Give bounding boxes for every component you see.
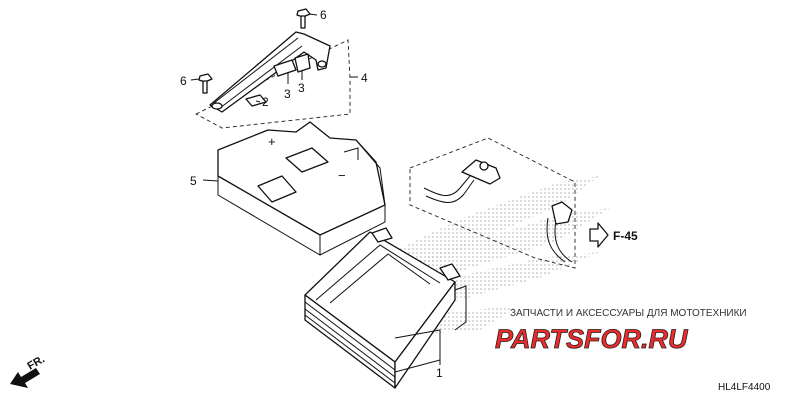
battery-cover [217, 121, 386, 256]
pad-large-a [273, 59, 297, 77]
battery-cables [423, 159, 573, 263]
callout-pad-large-b: 3 [298, 81, 305, 95]
callout-bolt-top: 6 [320, 8, 327, 22]
callout-pad-small: 2 [262, 95, 269, 109]
callout-battery-cover: 5 [190, 174, 197, 188]
watermark-tagline: ЗАПЧАСТИ И АКСЕССУАРЫ ДЛЯ МОТОТЕХНИКИ [510, 308, 747, 319]
outline-arrow-right-icon [589, 222, 609, 248]
battery-holder-strap [209, 31, 331, 113]
cable-reference-frame [409, 137, 576, 269]
watermark-brand: PARTSFOR.RU [495, 324, 689, 354]
cover-minus-mark: − [338, 168, 346, 183]
diagram-code: HL4LF4400 [718, 382, 771, 393]
callout-holder-assembly: 4 [361, 71, 368, 85]
reference-label: F-45 [613, 229, 638, 243]
pad-large-b [294, 53, 311, 73]
bolt-top [296, 8, 311, 29]
callout-bolt-left: 6 [180, 74, 187, 88]
bolt-left [198, 73, 213, 94]
callout-battery: 1 [436, 366, 443, 380]
battery [304, 227, 467, 389]
callout-pad-large-a: 3 [284, 87, 291, 101]
arrow-down-left-icon [10, 368, 40, 388]
pad-small [245, 94, 267, 107]
cover-plus-mark: + [268, 134, 276, 149]
front-direction-label: FR. [26, 353, 47, 372]
